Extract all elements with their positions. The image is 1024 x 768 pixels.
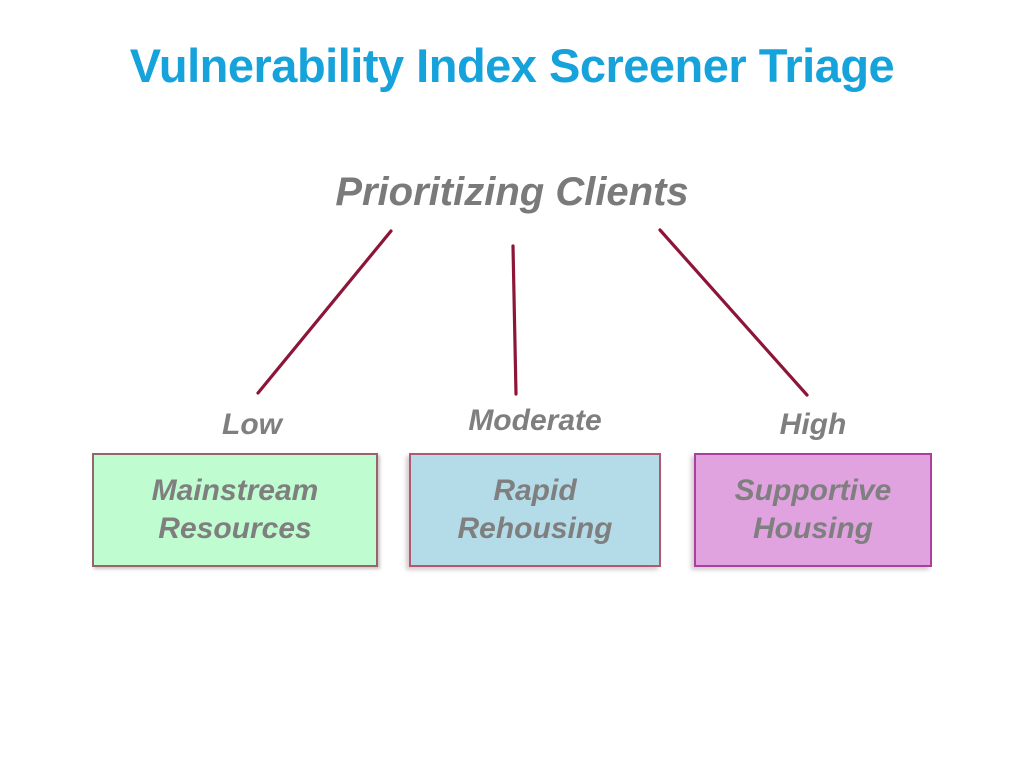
outcome-box-moderate-line1: Rapid: [493, 474, 577, 508]
outcome-box-moderate-line2: Rehousing: [457, 512, 613, 545]
outcome-box-low-text: Mainstream Resources: [152, 472, 319, 548]
outcome-box-high-line2: Housing: [753, 512, 873, 545]
page-title: Vulnerability Index Screener Triage: [129, 39, 895, 92]
outcome-box-high-text: Supportive Housing: [735, 472, 892, 548]
outcome-box-high-line1: Supportive: [734, 474, 892, 508]
tier-label-low: Low: [222, 408, 282, 441]
outcome-box-high[interactable]: Supportive Housing: [694, 453, 932, 567]
outcome-box-low-line1: Mainstream: [151, 474, 319, 508]
connector-moderate-line: [511, 244, 518, 396]
connector-high-line: [658, 228, 809, 397]
outcome-box-low-line2: Resources: [158, 512, 312, 545]
diagram-root-node-label: Prioritizing Clients: [335, 170, 689, 214]
outcome-box-moderate-text: Rapid Rehousing: [458, 472, 613, 548]
outcome-box-moderate[interactable]: Rapid Rehousing: [409, 453, 661, 567]
tier-label-moderate: Moderate: [468, 404, 602, 437]
tier-label-high: High: [779, 408, 847, 441]
connector-low-line: [256, 229, 393, 395]
outcome-box-low[interactable]: Mainstream Resources: [92, 453, 378, 567]
